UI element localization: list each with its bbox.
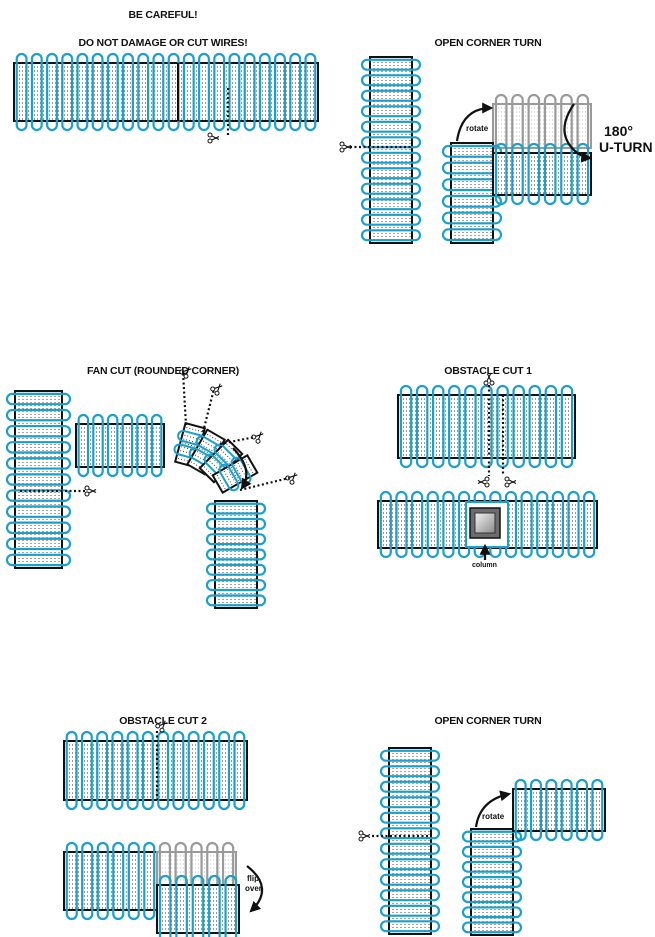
corner-top-rotated-piece-wires <box>494 142 590 206</box>
obstacle1-top-mat-mesh <box>400 398 573 456</box>
corner-bottom-vertical-piece-wires <box>461 830 523 934</box>
obstacle1-top-mat-body <box>397 394 576 459</box>
scissors-icon-wedge-4 <box>285 472 298 485</box>
corner-top-vertical-piece <box>441 142 503 244</box>
scissors-icon-obstacle1-left <box>477 476 490 488</box>
careful-mat-wires <box>15 52 317 132</box>
corner-bottom-vertical-piece-mesh <box>474 831 512 933</box>
careful-mat <box>13 52 319 132</box>
curved-arrow-icon-rotate-top <box>455 102 494 142</box>
fan-wedge-cut-4 <box>239 476 290 492</box>
obstacle2-faded-mat-mesh <box>159 855 234 881</box>
fan-horizontal-mat-wires <box>77 413 163 478</box>
fan-wedge-cut-2 <box>201 388 216 433</box>
corner-top-vertical-piece-wires <box>441 144 503 242</box>
column-icon <box>469 507 501 539</box>
obstacle2-top-mat <box>63 730 248 811</box>
fan-vertical-mat-mesh <box>18 393 60 566</box>
u-turn-label-text: U-TURN <box>599 139 653 155</box>
corner-top-faded-mat-body <box>492 103 592 149</box>
title-fan-cut: FAN CUT (ROUNDED CORNER) <box>86 365 240 377</box>
curved-arrow-icon-flip <box>246 865 264 913</box>
fan-horizontal-mat <box>75 413 165 478</box>
obstacle2-bottom-left-mat <box>63 841 158 921</box>
curved-arrow-icon-fan <box>232 447 252 490</box>
scissors-icon-fan <box>84 485 97 497</box>
corner-top-vertical-piece-mesh <box>454 145 492 241</box>
corner-top-rotated-piece <box>492 142 592 206</box>
scissors-icon-corner-top <box>339 141 352 153</box>
corner-bottom-rotated-piece-wires <box>514 778 604 842</box>
corner-top-vertical-mat <box>360 56 422 244</box>
corner-bottom-vertical-mat-mesh <box>392 750 430 932</box>
scissors-icon-careful <box>207 132 220 144</box>
fan-wedge-cut-3 <box>219 435 256 446</box>
scissors-icon-wedge-2 <box>210 383 223 396</box>
corner-bottom-vertical-mat <box>379 747 441 935</box>
curved-arrow-icon-rotate-bottom <box>474 790 512 828</box>
obstacle2-top-mat-wires <box>65 730 246 811</box>
obstacle1-top-mat <box>397 384 576 469</box>
corner-top-vertical-piece-body <box>450 142 494 244</box>
u-turn-label-degrees: 180° <box>604 123 633 139</box>
scissors-icon-obstacle2 <box>155 720 168 733</box>
title-be-careful: BE CAREFUL! <box>128 9 198 21</box>
corner-bottom-rotated-piece <box>512 778 606 842</box>
title-open-corner-turn-bottom: OPEN CORNER TURN <box>434 715 542 727</box>
scissors-icon-corner-bottom <box>358 830 371 842</box>
title-do-not-damage: DO NOT DAMAGE OR CUT WIRES! <box>78 37 248 49</box>
fan-vertical-mat-wires <box>5 392 72 567</box>
obstacle2-top-mat-body <box>63 740 248 801</box>
corner-bottom-rotated-piece-body <box>512 788 606 832</box>
obstacle2-bottom-left-mat-body <box>63 851 158 911</box>
fan-vertical-end-mat-wires <box>205 502 267 607</box>
obstacle2-flipped-mat-wires <box>158 874 238 937</box>
obstacle2-bottom-left-mat-wires <box>65 841 156 921</box>
title-obstacle-cut-2: OBSTACLE CUT 2 <box>119 715 207 727</box>
curved-arrow-icon-u-turn <box>563 103 593 163</box>
obstacle2-flipped-mat-mesh <box>159 888 237 930</box>
obstacle2-flipped-mat <box>156 874 240 937</box>
corner-bottom-vertical-mat-body <box>388 747 432 935</box>
column-label: column <box>472 562 497 569</box>
careful-mat-body <box>13 62 319 122</box>
corner-top-vertical-mat-wires <box>360 58 422 242</box>
fan-vertical-mat <box>5 390 72 569</box>
obstacle1-top-mat-wires <box>399 384 574 469</box>
scissors-icon-wedge-3 <box>251 431 264 444</box>
fan-horizontal-mat-body <box>75 423 165 468</box>
fan-horizontal-mat-mesh <box>78 427 162 465</box>
flip-label-line2: over <box>245 884 262 893</box>
scissors-icon-obstacle1-right <box>504 476 517 488</box>
corner-top-rotated-piece-mesh <box>495 156 589 194</box>
rotate-label-top: rotate <box>466 124 489 133</box>
scissors-icon-wedge-1 <box>179 366 192 379</box>
obstacle1-bottom-mat-wires <box>379 490 596 559</box>
flip-label-line1: flip <box>247 874 259 883</box>
title-open-corner-turn-top: OPEN CORNER TURN <box>434 37 542 49</box>
corner-top-vertical-mat-mesh <box>373 59 411 241</box>
scissors-icon-obstacle1-top <box>483 373 495 386</box>
fan-wedge-cut-1 <box>181 371 188 426</box>
corner-top-faded-mat <box>492 93 592 159</box>
corner-bottom-vertical-mat-wires <box>379 749 441 933</box>
fan-vertical-end-mat-mesh <box>218 503 256 606</box>
fan-vertical-end-mat <box>205 500 267 609</box>
corner-top-rotated-piece-body <box>492 152 592 196</box>
title-obstacle-cut-1: OBSTACLE CUT 1 <box>444 365 532 377</box>
corner-top-vertical-mat-body <box>369 56 413 244</box>
rotate-label-bottom: rotate <box>482 812 505 821</box>
corner-bottom-vertical-piece <box>461 828 523 936</box>
corner-top-faded-mat-mesh <box>495 107 589 145</box>
careful-mat-mesh <box>16 66 316 120</box>
obstacle2-faded-mat <box>156 841 237 896</box>
